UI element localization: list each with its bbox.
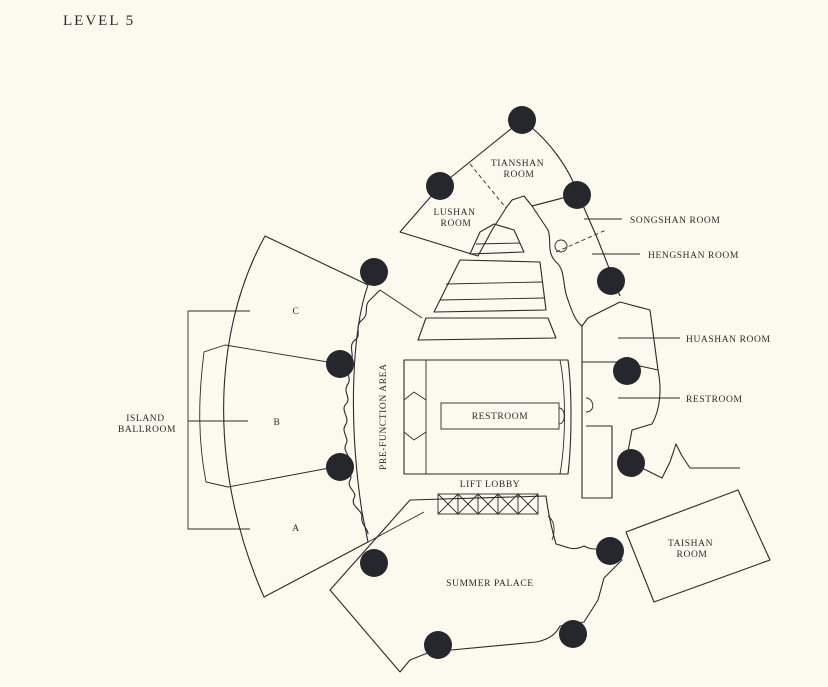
terrace-stairs bbox=[417, 223, 557, 341]
lushan-room[interactable] bbox=[399, 185, 507, 257]
restroom-center-label: RESTROOM bbox=[472, 412, 529, 422]
callout-lines bbox=[584, 218, 680, 339]
taishan-room[interactable] bbox=[625, 489, 771, 603]
map-marker[interactable] bbox=[426, 172, 454, 200]
lushan-room-label: LUSHAN ROOM bbox=[433, 208, 478, 229]
map-marker[interactable] bbox=[508, 106, 536, 134]
floor-title: LEVEL 5 bbox=[63, 13, 135, 29]
east-wing bbox=[581, 326, 740, 499]
lift-bank bbox=[437, 493, 539, 515]
map-marker[interactable] bbox=[424, 631, 452, 659]
restroom-center[interactable] bbox=[440, 402, 565, 430]
map-marker[interactable] bbox=[563, 181, 591, 209]
map-marker[interactable] bbox=[559, 620, 587, 648]
map-marker[interactable] bbox=[360, 549, 388, 577]
lift-lobby-label: LIFT LOBBY bbox=[460, 480, 520, 490]
section-a-label: A bbox=[292, 524, 299, 534]
restroom-east-label: RESTROOM bbox=[686, 395, 743, 405]
map-marker[interactable] bbox=[617, 449, 645, 477]
map-marker[interactable] bbox=[360, 258, 388, 286]
summer-palace[interactable] bbox=[329, 495, 623, 673]
huashan-room-label: HUASHAN ROOM bbox=[686, 335, 771, 345]
tianshan-room-label: TIANSHAN ROOM bbox=[491, 159, 547, 180]
taishan-room-label: TAISHAN ROOM bbox=[668, 539, 716, 560]
section-c-label: C bbox=[293, 307, 300, 317]
pre-function-label: PRE-FUNCTION AREA bbox=[379, 363, 389, 470]
map-marker[interactable] bbox=[613, 357, 641, 385]
hengshan-room-label: HENGSHAN ROOM bbox=[648, 251, 739, 261]
island-ballroom-bracket bbox=[187, 310, 250, 530]
huashan-room[interactable] bbox=[581, 301, 659, 371]
central-core bbox=[403, 359, 572, 475]
island-ballroom[interactable] bbox=[199, 235, 369, 598]
section-b-label: B bbox=[274, 418, 281, 428]
island-ballroom-label: ISLAND BALLROOM bbox=[118, 414, 176, 435]
map-marker[interactable] bbox=[597, 267, 625, 295]
map-marker[interactable] bbox=[596, 537, 624, 565]
summer-palace-label: SUMMER PALACE bbox=[446, 579, 533, 589]
location-markers bbox=[326, 106, 645, 659]
map-marker[interactable] bbox=[326, 350, 354, 378]
map-marker[interactable] bbox=[326, 453, 354, 481]
songshan-room-label: SONGSHAN ROOM bbox=[630, 216, 720, 226]
